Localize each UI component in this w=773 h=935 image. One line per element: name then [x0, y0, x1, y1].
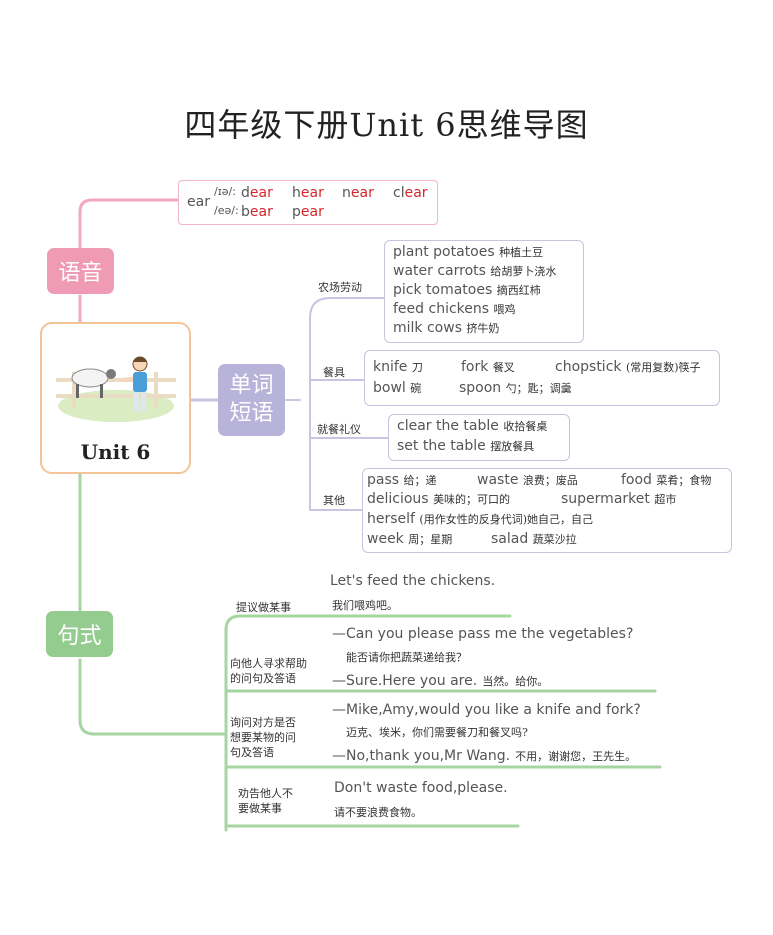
- vocab-item: food 菜肴；食物: [621, 472, 712, 488]
- vocab-item: milk cows 挤牛奶: [393, 320, 500, 336]
- phonics-tag: 语音: [47, 248, 114, 294]
- sentence-cn: 请不要浪费食物。: [334, 806, 422, 819]
- vocab-item: salad 蔬菜沙拉: [491, 531, 577, 547]
- sentence-en: Don't waste food,please.: [334, 780, 508, 796]
- vocab-item: herself (用作女性的反身代词)她自己，自己: [367, 511, 594, 527]
- vocab-tag-line2: 短语: [229, 401, 274, 426]
- vocab-item: bowl 碗: [373, 380, 422, 396]
- sentence-answer: —Sure.Here you are. 当然。给你。: [332, 673, 549, 689]
- sentence-answer: —No,thank you,Mr Wang. 不用，谢谢您，王先生。: [332, 748, 637, 764]
- vocab-item: spoon 勺；匙；调羹: [459, 380, 572, 396]
- vocab-item: feed chickens 喂鸡: [393, 301, 516, 317]
- word-hear: hear: [292, 185, 324, 201]
- sentence-en: —Can you please pass me the vegetables?: [332, 626, 634, 642]
- vocab-tag: 单词 短语: [218, 364, 285, 436]
- vocab-group-other-label: 其他: [323, 494, 345, 507]
- sentence-cn: 迈克、埃米，你们需要餐刀和餐叉吗?: [346, 726, 528, 739]
- vocab-item: set the table 摆放餐具: [397, 438, 535, 454]
- phonics-key: ear: [187, 194, 210, 210]
- word-near: near: [342, 185, 374, 201]
- center-label: Unit 6: [80, 440, 151, 464]
- vocab-item: water carrots 给胡萝卜浇水: [393, 263, 557, 279]
- word-clear: clear: [393, 185, 428, 201]
- vocab-box-farm: plant potatoes 种植土豆 water carrots 给胡萝卜浇水…: [384, 240, 584, 343]
- vocab-item: pass 给；递: [367, 472, 437, 488]
- sentence-link-line: [78, 658, 228, 736]
- vocab-group-tableware-label: 餐具: [323, 366, 345, 379]
- ipa-2: /eə/:: [214, 204, 239, 217]
- sentence-group-suggest-label: 提议做某事: [236, 601, 291, 614]
- sentence-cn: 能否请你把蔬菜递给我？: [346, 651, 467, 664]
- sentence-en: Let's feed the chickens.: [330, 573, 496, 589]
- phonics-box: ear /ɪə/: /eə/: dear hear near clear bea…: [178, 180, 438, 225]
- sentence-group-advise-label: 劝告他人不要做某事: [238, 787, 293, 815]
- phonics-branch-line: [78, 198, 180, 250]
- sentence-cn: 我们喂鸡吧。: [332, 599, 398, 612]
- sentences-tag: 句式: [46, 611, 113, 657]
- ipa-1: /ɪə/:: [214, 185, 236, 198]
- vocab-box-tableware: knife 刀 fork 餐叉 chopstick (常用复数)筷子 bowl …: [364, 350, 720, 406]
- vocab-item: plant potatoes 种植土豆: [393, 244, 544, 260]
- sentence-en: —Mike,Amy,would you like a knife and for…: [332, 702, 641, 718]
- vocab-item: clear the table 收拾餐桌: [397, 418, 548, 434]
- vocab-group-manners-label: 就餐礼仪: [317, 423, 361, 436]
- vocab-item: delicious 美味的；可口的: [367, 491, 511, 507]
- vocab-item: supermarket 超市: [561, 491, 677, 507]
- vocab-item: pick tomatoes 摘西红柿: [393, 282, 541, 298]
- vocab-branch-line: [309, 297, 385, 511]
- vocab-tag-line1: 单词: [229, 373, 274, 398]
- vocab-item: fork 餐叉: [461, 359, 515, 375]
- word-bear: bear: [241, 204, 273, 220]
- sentence-group-help-label: 向他人寻求帮助的问句及答语: [230, 657, 307, 685]
- vocab-item: waste 浪费；废品: [477, 472, 578, 488]
- vocab-item: week 周；星期: [367, 531, 453, 547]
- farm-illustration: [56, 356, 176, 422]
- vocab-box-manners: clear the table 收拾餐桌 set the table 摆放餐具: [388, 414, 570, 461]
- sentence-branch-line: [224, 614, 512, 832]
- vocab-item: knife 刀: [373, 359, 423, 375]
- vocab-group-farm-label: 农场劳动: [318, 281, 362, 294]
- sentence-group-want-label: 询问对方是否想要某物的问句及答语: [230, 716, 296, 759]
- vocab-item: chopstick (常用复数)筷子: [555, 359, 701, 375]
- vocab-box-other: pass 给；递 waste 浪费；废品 food 菜肴；食物 deliciou…: [362, 468, 732, 553]
- word-dear: dear: [241, 185, 273, 201]
- page-title: 四年级下册Unit 6思维导图: [184, 106, 589, 144]
- center-node: Unit 6: [40, 322, 191, 474]
- word-pear: pear: [292, 204, 324, 220]
